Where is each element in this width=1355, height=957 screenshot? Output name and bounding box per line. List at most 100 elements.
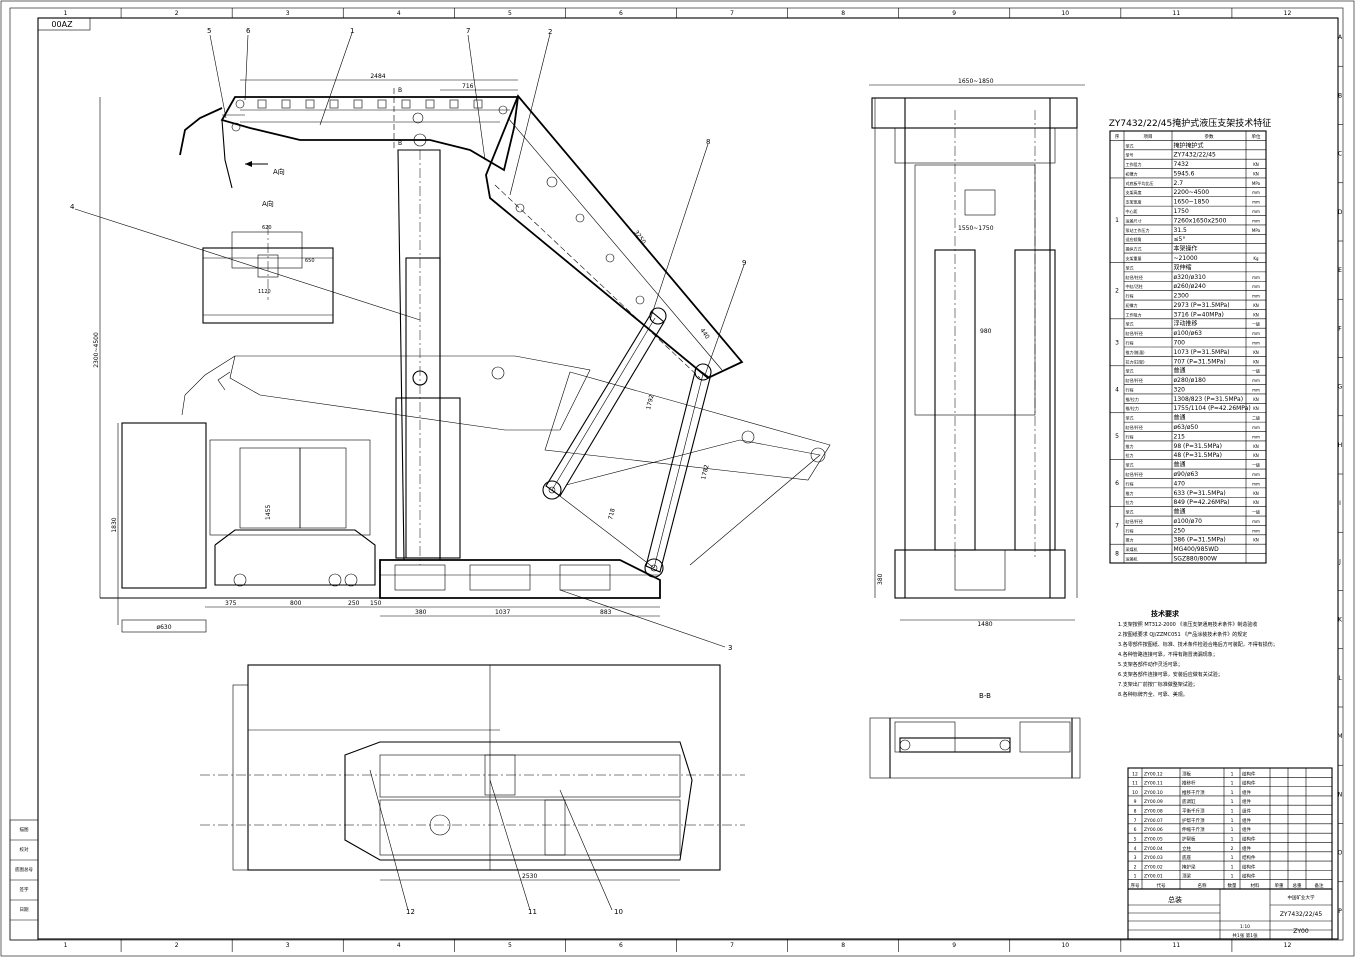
column-label: 7	[730, 942, 734, 949]
spec-cell: 行程	[1126, 293, 1134, 299]
callout-label: 8	[706, 138, 710, 146]
title-block-drawing-no: ZY00	[1293, 928, 1309, 935]
column-label: 3	[286, 942, 290, 949]
row-label: A	[1338, 34, 1343, 41]
spec-cell: 缸径/杆径	[1126, 424, 1143, 430]
spec-cell: 行程	[1126, 480, 1134, 486]
title-block-sheet: 共1张 第1张	[1232, 932, 1258, 939]
tech-req-item: 3.各零部件按图纸、标准、技术条件检验合格后方可装配，不得有损伤；	[1118, 641, 1278, 648]
spec-cell: mm	[1252, 481, 1260, 486]
spec-cell: ø260/ø240	[1174, 283, 1206, 290]
spec-cell: 98 (P=31.5MPa)	[1174, 443, 1222, 450]
spec-cell: ZY7432/22/45	[1174, 152, 1217, 159]
bom-cell: ZY00.05	[1144, 836, 1163, 842]
spec-cell: mm	[1252, 472, 1260, 477]
conveyor	[100, 422, 380, 599]
spec-cell: 1650~1850	[1174, 199, 1210, 206]
callout-label: 1	[350, 27, 354, 35]
spec-cell: 支架宽度	[1126, 199, 1142, 205]
bom-cell: 1	[1231, 781, 1234, 787]
bom-cell: 9	[1134, 799, 1137, 805]
column-label: 9	[952, 10, 956, 17]
dim: 716	[462, 83, 474, 90]
spec-table-grid	[1110, 140, 1266, 554]
spec-group-number: 4	[1115, 386, 1119, 393]
bom-cell: 1	[1231, 809, 1234, 815]
column-label: 6	[619, 942, 623, 949]
bom-grid	[1128, 777, 1332, 880]
spec-header-cell: 参数	[1205, 133, 1214, 140]
bom-cell: 结构件	[1242, 854, 1256, 861]
bom-cell: 5	[1134, 836, 1137, 842]
row-label: O	[1338, 850, 1343, 857]
spec-cell: MPa	[1252, 181, 1261, 186]
spec-cell: ø90/ø63	[1174, 471, 1199, 478]
dim: 883	[600, 609, 612, 616]
bom-cell: 顶板	[1182, 770, 1191, 777]
bom-cell: 推移千斤顶	[1182, 789, 1205, 796]
spec-cell: 一级	[1252, 321, 1260, 327]
tech-req-item: 5.支架各部件动作灵活可靠；	[1118, 661, 1183, 668]
bom-cell: 组件	[1242, 845, 1251, 852]
spec-cell: 一级	[1252, 509, 1260, 515]
title-block-scale: 1:10	[1240, 924, 1250, 930]
column-label: 4	[397, 10, 401, 17]
column-label: 3	[286, 10, 290, 17]
row-label: D	[1338, 209, 1343, 216]
spec-cell: 推力	[1126, 443, 1134, 449]
spec-cell: KN	[1253, 538, 1259, 543]
column-label: 4	[397, 942, 401, 949]
spec-group-number: 3	[1115, 339, 1119, 346]
technical-requirements: 技术要求 1.支架按照 MT312-2000 《液压支架通用技术条件》制造验收 …	[1118, 609, 1278, 698]
spec-cell: 型式	[1126, 264, 1134, 270]
column-label: 1	[64, 10, 68, 17]
spec-cell: mm	[1252, 519, 1260, 524]
spec-cell: KN	[1253, 312, 1259, 317]
spec-cell: 707 (P=31.5MPa)	[1174, 358, 1226, 365]
spec-cell: 型式	[1126, 321, 1134, 327]
dim: 1037	[495, 609, 510, 616]
callouts: 1 2 3 4 5 6 7 8 9 10 11 12	[70, 27, 746, 916]
view-label: A向	[273, 167, 285, 176]
row-label: N	[1338, 791, 1343, 798]
bom-header-cell: 数量	[1228, 882, 1237, 889]
spec-cell: 3716 (P=40MPa)	[1174, 311, 1224, 318]
bom-header-cell: 代号	[1157, 882, 1166, 889]
bom-cell: 2	[1134, 864, 1137, 870]
spec-cell: 型号	[1126, 152, 1134, 158]
spec-cell: 泵站工作压力	[1126, 227, 1150, 233]
spec-header-cell: 单位	[1252, 133, 1261, 140]
spec-cell: 型式	[1126, 509, 1134, 515]
bom-cell: 组件	[1242, 826, 1251, 833]
dim: 375	[225, 600, 237, 607]
bom-cell: 2	[1231, 846, 1234, 852]
strip-label: 签字	[20, 886, 29, 893]
callout-label: 12	[406, 908, 415, 916]
spec-cell: ~21000	[1174, 255, 1198, 262]
section-mark-b2: B	[398, 140, 402, 147]
spec-cell: 普通	[1174, 461, 1186, 469]
dim: 380	[415, 609, 427, 616]
bom-cell: 结构件	[1242, 770, 1256, 777]
bom-cell: 组件	[1242, 808, 1251, 815]
bom-header-cell: 材料	[1251, 882, 1260, 889]
spec-cell: mm	[1252, 218, 1260, 223]
bom-header-cell: 序号	[1131, 882, 1140, 889]
spec-cell: KN	[1253, 303, 1259, 308]
column-label: 11	[1173, 942, 1181, 949]
spec-cell: 适应倾角	[1126, 236, 1142, 242]
spec-group-number: 7	[1115, 522, 1119, 529]
section-b-b: B-B	[869, 692, 1081, 779]
column-label: 2	[175, 10, 179, 17]
bom-cell: ZY00.02	[1144, 864, 1163, 870]
row-label: P	[1338, 908, 1342, 915]
tech-req-item: 6.支架各部件连接可靠，安装后应做有关试验；	[1118, 671, 1223, 678]
strip-label: 底图总号	[15, 866, 33, 873]
spec-cell: Kg	[1253, 256, 1259, 261]
dim: 1782	[700, 464, 711, 481]
